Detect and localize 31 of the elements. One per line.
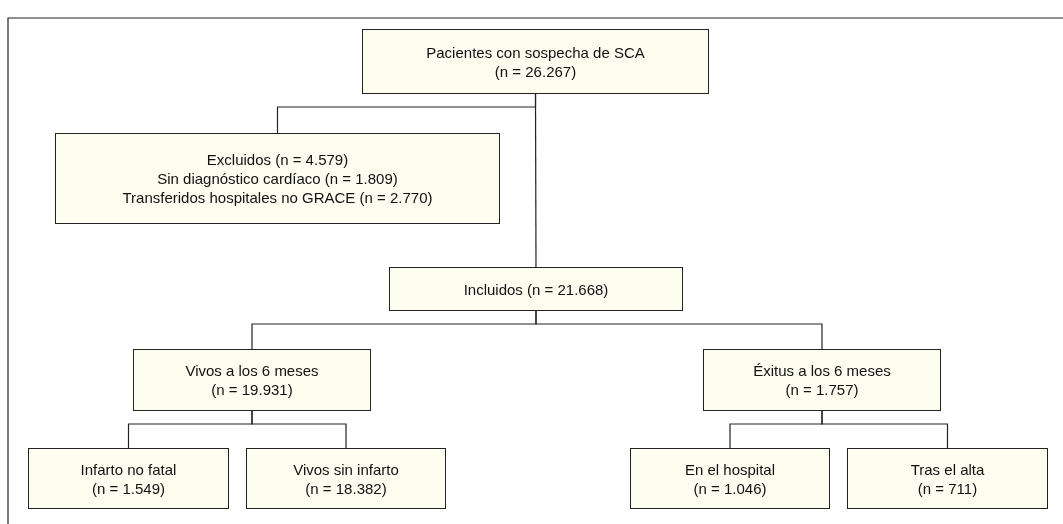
box-text: Éxitus a los 6 meses xyxy=(753,361,891,380)
box-text: Vivos sin infarto xyxy=(293,459,399,479)
flow-box xyxy=(28,448,229,509)
connector-line xyxy=(821,410,949,449)
box-text: Sin diagnóstico cardíaco (n = 1.809) xyxy=(157,169,398,188)
box-text: (n = 26.267) xyxy=(494,61,577,81)
flow-box xyxy=(362,29,709,94)
box-text: (n = 1.757) xyxy=(785,380,859,399)
flow-box xyxy=(389,267,683,311)
box-text: (n = 711) xyxy=(917,478,978,498)
flow-box xyxy=(55,133,500,224)
box-text: (n = 18.382) xyxy=(305,478,387,498)
box-text: Infarto no fatal xyxy=(80,459,177,479)
flow-box xyxy=(133,349,371,411)
box-text: (n = 19.931) xyxy=(211,380,293,399)
connector-line xyxy=(535,310,823,350)
box-text: Incluidos (n = 21.668) xyxy=(463,279,609,299)
flow-box xyxy=(246,448,446,509)
flow-box xyxy=(630,448,830,509)
box-text: (n = 1.549) xyxy=(92,478,165,498)
connector-line xyxy=(251,410,347,449)
connector-line xyxy=(534,93,537,268)
box-text: Tras el alta xyxy=(910,459,985,479)
box-text: Vivos a los 6 meses xyxy=(185,361,319,380)
box-text: En el hospital xyxy=(684,459,776,479)
box-text: (n = 1.046) xyxy=(693,478,767,498)
box-text: Excluidos (n = 4.579) xyxy=(206,150,349,169)
flow-box xyxy=(847,448,1048,509)
box-text: Pacientes con sospecha de SCA xyxy=(426,42,645,62)
box-text: Transferidos hospitales no GRACE (n = 2.770) xyxy=(122,188,433,207)
flow-box xyxy=(703,349,941,411)
